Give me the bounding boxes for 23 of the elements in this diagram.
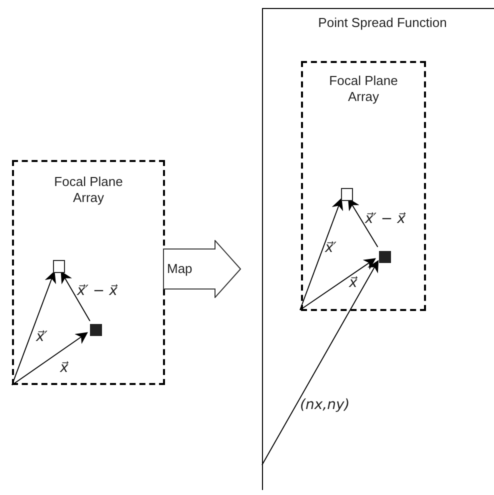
vector-label: x⃗′ − x⃗: [77, 283, 118, 299]
solid-square: [379, 251, 391, 263]
vector-label: x⃗′ − x⃗: [365, 211, 406, 227]
vector-label: x⃗′: [325, 240, 336, 256]
vector-arrow: [300, 198, 344, 310]
hollow-square: [341, 188, 353, 201]
vector-arrow: [12, 332, 88, 386]
vector-label: x⃗: [349, 275, 358, 291]
frame-title: Focal Plane Array: [328, 73, 399, 105]
vector-arrow: [12, 270, 56, 386]
vector-label: x⃗: [60, 360, 68, 376]
function-frame: [262, 8, 494, 490]
solid-square: [90, 324, 102, 336]
arrow-label: Map: [167, 261, 192, 277]
vector-arrow: [60, 270, 90, 322]
vector-label: x⃗′: [36, 329, 48, 345]
vector-arrow: [300, 258, 376, 310]
frame-title: Focal Plane Array: [53, 174, 124, 206]
vector-label: (nx,ny): [300, 397, 350, 413]
frame-title: Point Spread Function: [318, 15, 447, 31]
vector-arrow: [262, 260, 379, 466]
dashed-frame: [301, 61, 426, 311]
hollow-square: [53, 260, 65, 273]
